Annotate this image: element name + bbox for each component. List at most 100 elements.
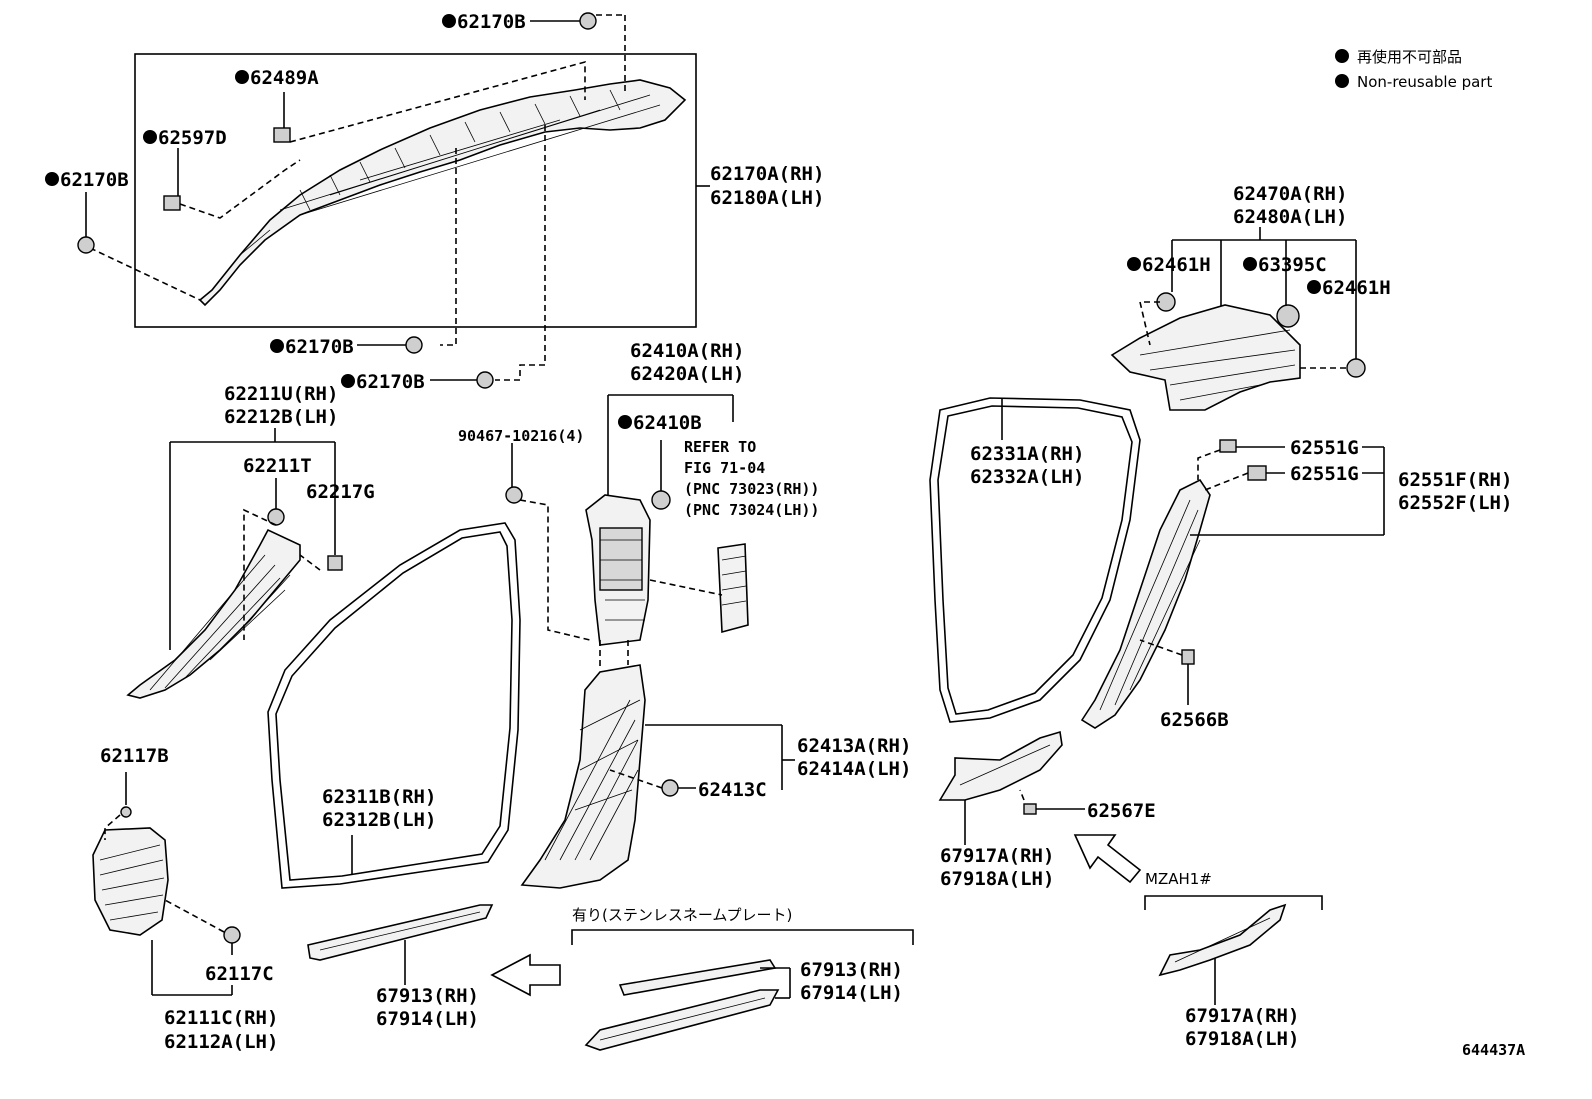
clip-62117C [223, 926, 241, 944]
front-pillar-garnish-part [126, 528, 301, 699]
cowl-side-trim-part [92, 827, 169, 936]
label-62461H-b: 62461H [1322, 277, 1391, 299]
label-62410A-rh: 62410A(RH) [630, 340, 744, 362]
clip-62410B [651, 490, 671, 510]
cowl-side-trim-group [92, 772, 241, 996]
non-reusable-bullet-icon [1243, 257, 1257, 271]
label-62111C-rh: 62111C(RH) [164, 1007, 278, 1029]
center-pillar-upper-group [505, 394, 749, 646]
label-67917A-rh-a: 67917A(RH) [940, 845, 1054, 867]
left-arrow-icon [490, 953, 561, 997]
clip-62567E [1023, 803, 1037, 815]
front-scuff-plate-part [307, 904, 494, 961]
label-62170B-left: 62170B [60, 169, 129, 191]
label-mzah: MZAH1# [1145, 870, 1212, 888]
refer-line-3: (PNC 73023(RH)) [684, 480, 819, 498]
clip-62597D [163, 195, 181, 211]
label-62312B-lh: 62312B(LH) [322, 809, 436, 831]
label-62211U-rh: 62211U(RH) [224, 383, 338, 405]
clip-62117B [120, 806, 132, 818]
label-62410B: 62410B [633, 412, 702, 434]
legend-jp: 再使用不可部品 [1357, 48, 1462, 66]
clip-62170B-top [579, 12, 597, 30]
label-62566B: 62566B [1160, 709, 1229, 731]
mzah-variant-group [1144, 895, 1323, 1005]
label-62551F-rh: 62551F(RH) [1398, 469, 1512, 491]
stainless-scuff-plate-part [584, 989, 780, 1051]
up-left-arrow-icon [1073, 834, 1142, 884]
label-62414A-lh: 62414A(LH) [797, 758, 911, 780]
front-door-weatherstrip-part [267, 522, 521, 889]
label-62461H-a: 62461H [1142, 254, 1211, 276]
center-pillar-lower-part [520, 664, 646, 889]
label-62480A-lh: 62480A(LH) [1233, 206, 1347, 228]
non-reusable-bullet-icon [1335, 49, 1349, 63]
label-62112A-lh: 62112A(LH) [164, 1031, 278, 1053]
label-62597D: 62597D [158, 127, 227, 149]
clip-62566B [1181, 649, 1195, 665]
legend-en: Non-reusable part [1357, 73, 1492, 91]
label-63395C: 63395C [1258, 254, 1327, 276]
label-62470A-rh: 62470A(RH) [1233, 183, 1347, 205]
label-62211T: 62211T [243, 455, 312, 477]
clip-62551G-b [1247, 465, 1267, 481]
non-reusable-bullet-icon [618, 415, 632, 429]
refer-line-2: FIG 71-04 [684, 459, 765, 477]
clip-62170B-mid1 [405, 336, 423, 354]
clip-62211T [267, 508, 285, 526]
front-door-weatherstrip-group [267, 522, 521, 889]
label-62217G: 62217G [306, 481, 375, 503]
label-67918A-lh-b: 67918A(LH) [1185, 1028, 1299, 1050]
label-62212B-lh: 62212B(LH) [224, 406, 338, 428]
clip-90467 [505, 486, 523, 504]
label-67914-lh-a: 67914(LH) [376, 1008, 479, 1030]
clip-62551G-a [1219, 439, 1237, 453]
label-62332A-lh: 62332A(LH) [970, 466, 1084, 488]
label-67913-rh-b: 67913(RH) [800, 959, 903, 981]
label-62170B-mid2: 62170B [356, 371, 425, 393]
clip-62170B-left [77, 236, 95, 254]
rear-scuff-plate-group [938, 730, 1142, 884]
label-67914-lh-b: 67914(LH) [800, 982, 903, 1004]
non-reusable-bullet-icon [341, 374, 355, 388]
label-62552F-lh: 62552F(LH) [1398, 492, 1512, 514]
stainless-note: 有り(ステンレスネームプレート) [572, 906, 792, 924]
stainless-variant-group [571, 929, 914, 1051]
front-pillar-garnish-group [126, 428, 343, 699]
label-90467: 90467-10216(4) [458, 427, 584, 445]
rear-door-weatherstrip-group [929, 397, 1141, 723]
label-62117B: 62117B [100, 745, 169, 767]
non-reusable-bullet-icon [1127, 257, 1141, 271]
quarter-trim-upper-group [1110, 227, 1366, 411]
quarter-trim-lower-group [1080, 439, 1385, 729]
front-scuff-plate-group [307, 904, 561, 997]
clip-62489A [273, 127, 291, 143]
clip-62217G [327, 555, 343, 571]
label-67917A-rh-b: 67917A(RH) [1185, 1005, 1299, 1027]
non-reusable-bullet-icon [442, 14, 456, 28]
non-reusable-bullet-icon [235, 70, 249, 84]
quarter-trim-lower-part [1080, 478, 1211, 729]
label-62311B-rh: 62311B(RH) [322, 786, 436, 808]
label-62180A-lh: 62180A(LH) [710, 187, 824, 209]
stainless-nameplate-part [618, 959, 777, 996]
label-62170A-rh: 62170A(RH) [710, 163, 824, 185]
figure-id: 644437A [1462, 1041, 1525, 1059]
label-62413A-rh: 62413A(RH) [797, 735, 911, 757]
center-pillar-lower-group [520, 640, 795, 889]
quarter-trim-upper-part [1110, 304, 1301, 411]
label-67913-rh-a: 67913(RH) [376, 985, 479, 1007]
non-reusable-bullet-icon [1335, 74, 1349, 88]
label-62331A-rh: 62331A(RH) [970, 443, 1084, 465]
clip-62413C [661, 779, 679, 797]
non-reusable-bullet-icon [270, 339, 284, 353]
clip-62461H-right [1346, 358, 1366, 378]
label-62567E: 62567E [1087, 800, 1156, 822]
label-62489A: 62489A [250, 67, 319, 89]
label-62551G-b: 62551G [1290, 463, 1359, 485]
clip-62170B-mid2 [476, 371, 494, 389]
refer-line-4: (PNC 73024(LH)) [684, 501, 819, 519]
label-62413C: 62413C [698, 779, 767, 801]
label-62420A-lh: 62420A(LH) [630, 363, 744, 385]
